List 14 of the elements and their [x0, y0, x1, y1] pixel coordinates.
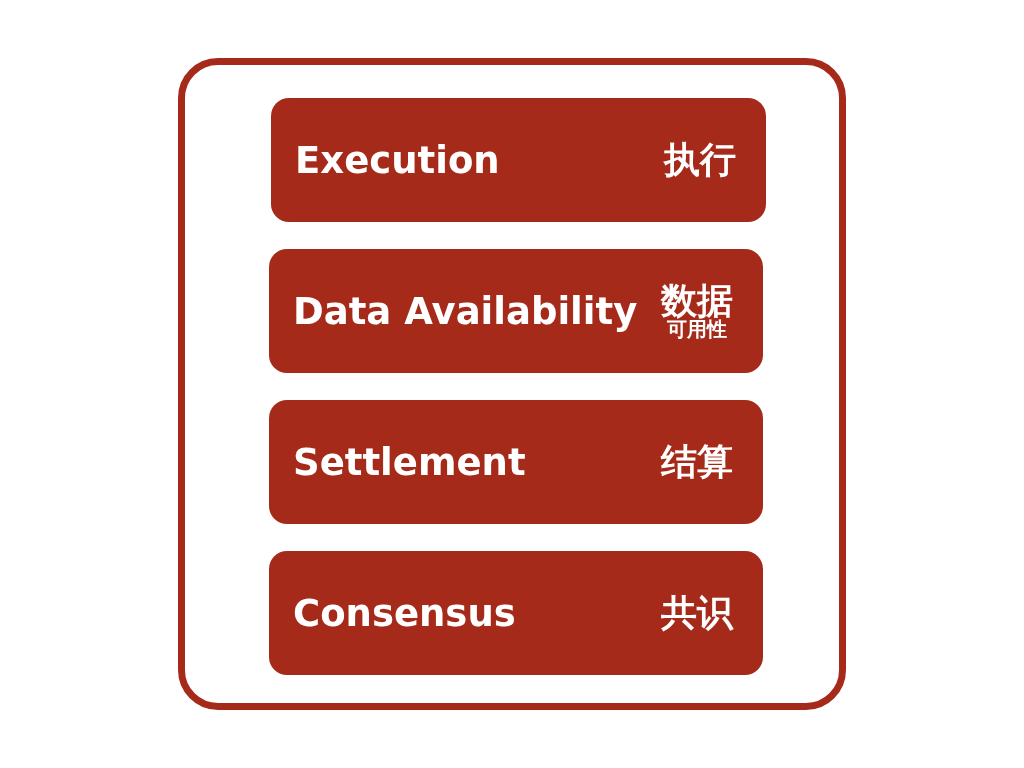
- layer-box: [271, 98, 766, 222]
- layer-box: [269, 400, 763, 524]
- layer-name-chinese: 执行: [664, 141, 736, 179]
- layer-name: Settlement: [293, 440, 526, 484]
- layer-name: Execution: [295, 138, 500, 182]
- layer-name: Data Availability: [293, 289, 638, 333]
- layer-name-chinese: 结算: [661, 443, 733, 481]
- layer-box: [269, 551, 763, 675]
- layer-name: Consensus: [293, 591, 516, 635]
- outer-frame: [178, 58, 846, 710]
- layer-name-chinese: 数据: [661, 281, 733, 320]
- layer-name-chinese: 共识: [661, 594, 733, 632]
- layer-box: [269, 249, 763, 373]
- layer-name-chinese: 可用性: [667, 319, 727, 341]
